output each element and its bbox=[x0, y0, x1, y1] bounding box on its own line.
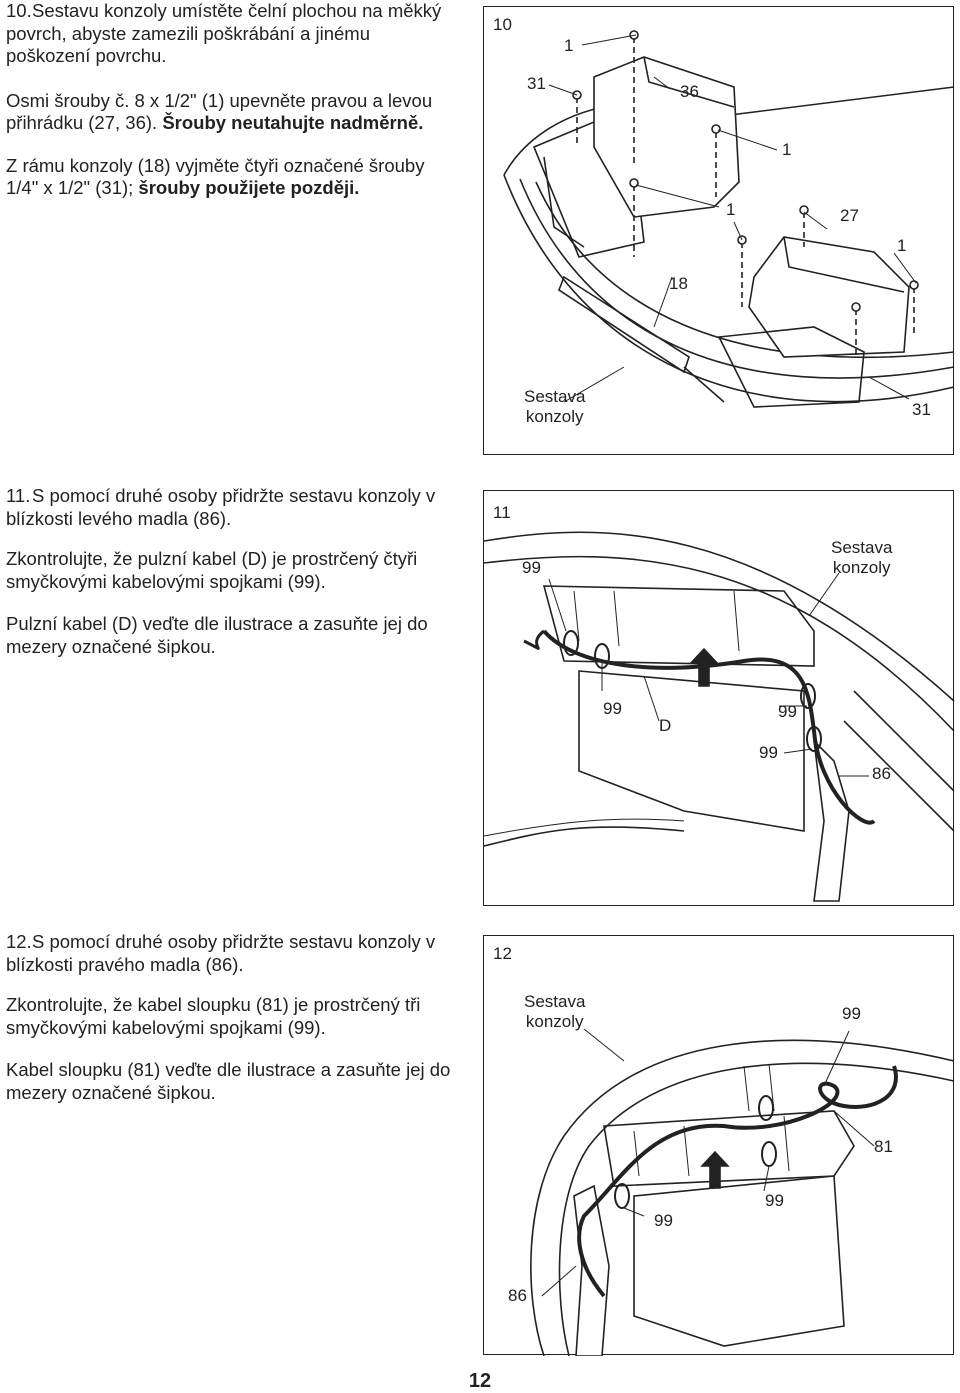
figure-10: 10 1 31 36 1 1 27 1 18 Sestava konzoly 3… bbox=[483, 6, 955, 455]
step-11-para-2: Zkontrolujte, že pulzní kabel (D) je pro… bbox=[6, 548, 418, 592]
callout-1: 1 bbox=[782, 140, 792, 159]
callout-99: 99 bbox=[759, 743, 778, 762]
step-10-para-2: Osmi šrouby č. 8 x 1/2" (1) upevněte pra… bbox=[6, 89, 433, 134]
step-12-para-2: Zkontrolujte, že kabel sloupku (81) je p… bbox=[6, 994, 421, 1038]
figure-11-illustration bbox=[484, 531, 955, 902]
callout-31: 31 bbox=[912, 400, 931, 419]
figure-11: 11 99 Sestava konzoly 99 D 99 99 86 bbox=[483, 490, 955, 906]
callout-99: 99 bbox=[765, 1191, 784, 1210]
callout-18: 18 bbox=[669, 274, 688, 293]
page-number: 12 bbox=[468, 1370, 492, 1392]
callout-81: 81 bbox=[874, 1137, 893, 1156]
step-11-para-3: Pulzní kabel (D) veďte dle ilustrace a z… bbox=[6, 613, 428, 657]
step-10-text: 10.Sestavu konzoly umístěte čelní plocho… bbox=[6, 0, 456, 213]
callout-99: 99 bbox=[603, 699, 622, 718]
callout-sestava-konzoly: Sestava konzoly bbox=[524, 387, 586, 426]
figure-12-illustration bbox=[530, 1028, 955, 1356]
callout-86: 86 bbox=[508, 1286, 527, 1305]
callout-sestava-konzoly: Sestava konzoly bbox=[524, 992, 586, 1031]
figure-10-illustration bbox=[503, 30, 955, 408]
callout-99: 99 bbox=[842, 1004, 861, 1023]
figure-10-number: 10 bbox=[493, 15, 512, 34]
figure-12-number: 12 bbox=[493, 944, 512, 963]
step-10-warning: Šrouby neutahujte nadměrně. bbox=[162, 112, 424, 133]
callout-99: 99 bbox=[522, 558, 541, 577]
step-10-note: šrouby použijete později. bbox=[138, 177, 360, 198]
step-11-para-1: 11.S pomocí druhé osoby přidržte sestavu… bbox=[6, 485, 436, 529]
step-10-number: 10. bbox=[6, 0, 32, 21]
figure-11-number: 11 bbox=[493, 503, 511, 522]
callout-36: 36 bbox=[680, 82, 699, 101]
callout-86: 86 bbox=[872, 764, 891, 783]
step-12-para-1: 12.S pomocí druhé osoby přidržte sestavu… bbox=[6, 931, 436, 975]
callout-1: 1 bbox=[564, 36, 574, 55]
step-12-number: 12. bbox=[6, 931, 32, 952]
step-11-number: 11. bbox=[6, 485, 31, 506]
callout-31: 31 bbox=[527, 74, 546, 93]
callout-d: D bbox=[659, 716, 672, 735]
callout-1: 1 bbox=[897, 236, 907, 255]
step-10-para-3: Z rámu konzoly (18) vyjměte čtyři označe… bbox=[6, 154, 425, 199]
step-10-para-1: 10.Sestavu konzoly umístěte čelní plocho… bbox=[6, 0, 442, 66]
step-12-para-3: Kabel sloupku (81) veďte dle ilustrace a… bbox=[6, 1059, 451, 1103]
figure-12: 12 Sestava konzoly 99 81 99 99 86 bbox=[483, 935, 955, 1356]
callout-99: 99 bbox=[654, 1211, 673, 1230]
callout-27: 27 bbox=[840, 206, 859, 225]
callout-sestava-konzoly: Sestava konzoly bbox=[831, 538, 893, 577]
callout-1: 1 bbox=[726, 200, 736, 219]
callout-99: 99 bbox=[778, 702, 797, 721]
step-11-text: 11.S pomocí druhé osoby přidržte sestavu… bbox=[6, 485, 451, 671]
step-12-text: 12.S pomocí druhé osoby přidržte sestavu… bbox=[6, 931, 451, 1117]
